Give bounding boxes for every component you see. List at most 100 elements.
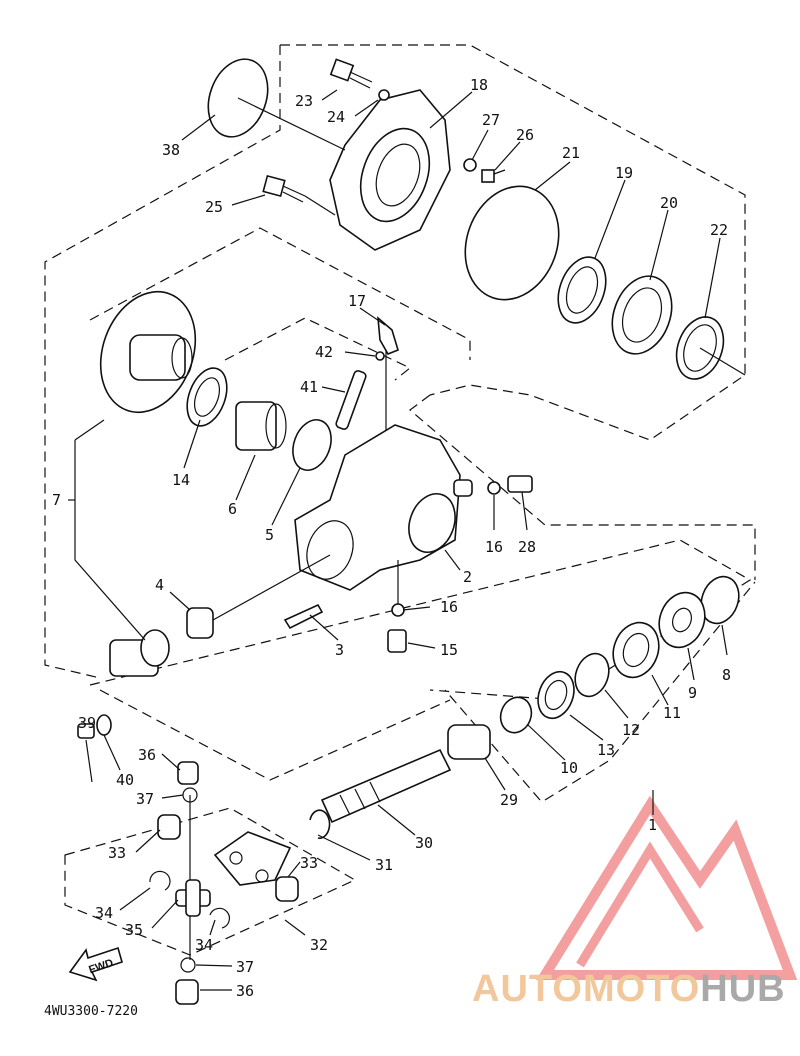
label-7: 7 [52, 491, 61, 509]
brand-part-c: HUB [700, 968, 786, 1010]
collar-10 [499, 696, 533, 734]
breather-17 [377, 316, 399, 455]
label-16a: 16 [485, 538, 503, 556]
o-ring-12 [574, 652, 610, 698]
label-3: 3 [335, 641, 344, 659]
part-number-labels: 38 23 24 18 27 26 21 19 20 22 25 17 42 4… [52, 76, 731, 1000]
plug-15 [387, 629, 407, 653]
circlip-31 [309, 809, 331, 839]
label-37a: 37 [136, 790, 154, 808]
label-4: 4 [155, 576, 164, 594]
label-36a: 36 [138, 746, 156, 764]
pin-41 [335, 370, 367, 430]
label-2: 2 [463, 568, 472, 586]
label-27: 27 [482, 111, 500, 129]
label-37b: 37 [236, 958, 254, 976]
label-16b: 16 [440, 598, 458, 616]
label-32: 32 [310, 936, 328, 954]
label-15: 15 [440, 641, 458, 659]
brand-part-a: AUTO [472, 968, 583, 1010]
watermark-logo [536, 795, 798, 980]
shim-14 [186, 367, 228, 427]
label-40: 40 [116, 771, 134, 789]
forward-arrow-icon: FWD [68, 946, 123, 982]
o-ring-21 [464, 185, 560, 301]
washer-24 [378, 89, 390, 101]
label-33b: 33 [300, 854, 318, 872]
gear-case-2 [294, 424, 473, 591]
label-22: 22 [710, 221, 728, 239]
spider-35 [175, 795, 211, 960]
label-30: 30 [415, 834, 433, 852]
label-17: 17 [348, 292, 366, 310]
bearing-cup-33-right [275, 876, 299, 902]
label-11: 11 [663, 704, 681, 722]
bolt-25 [262, 174, 306, 203]
label-10: 10 [560, 759, 578, 777]
label-38: 38 [162, 141, 180, 159]
circlip-37-bottom [180, 957, 196, 973]
watermark-brand: AUTOMOTOHUB [472, 968, 786, 1011]
circlip-34-right [209, 907, 231, 929]
nut-11 [612, 621, 660, 679]
label-19: 19 [615, 164, 633, 182]
label-12: 12 [622, 721, 640, 739]
ring-gear-7 [99, 290, 197, 414]
bearing-4 [186, 607, 214, 639]
label-23: 23 [295, 92, 313, 110]
yoke [213, 831, 292, 886]
circlip-34-left [149, 870, 171, 891]
oil-seal-19 [557, 256, 607, 324]
washer-40 [96, 714, 112, 736]
label-29: 29 [500, 791, 518, 809]
washer-42 [375, 351, 385, 361]
shim-8 [700, 575, 740, 625]
document-code: 4WU3300-7220 [44, 1004, 138, 1019]
label-39: 39 [78, 714, 96, 732]
washer-16-bottom [391, 603, 405, 617]
oil-seal-5 [292, 419, 332, 471]
bearing-9 [658, 591, 706, 649]
nut-39 [77, 723, 95, 739]
oil-seal-13 [537, 670, 575, 720]
pinion-gear [109, 629, 170, 677]
label-14: 14 [172, 471, 190, 489]
label-41: 41 [300, 378, 318, 396]
bolt-23 [329, 58, 373, 89]
shaft-30 [320, 748, 452, 824]
label-28: 28 [518, 538, 536, 556]
label-33a: 33 [108, 844, 126, 862]
stud-3 [283, 603, 324, 630]
label-35: 35 [125, 921, 143, 939]
label-6: 6 [228, 500, 237, 518]
leader-lines [68, 89, 746, 991]
label-20: 20 [660, 194, 678, 212]
washer-27 [463, 158, 477, 172]
label-31: 31 [375, 856, 393, 874]
washer-16-top [487, 481, 501, 495]
label-1: 1 [648, 816, 657, 834]
label-26: 26 [516, 126, 534, 144]
label-24: 24 [327, 108, 345, 126]
label-34b: 34 [195, 936, 213, 954]
label-36b: 36 [236, 982, 254, 1000]
label-18: 18 [470, 76, 488, 94]
bearing-cup-36-bottom [175, 979, 199, 1005]
label-25: 25 [205, 198, 223, 216]
label-5: 5 [265, 526, 274, 544]
bearing-20 [611, 275, 673, 355]
bolt-26 [481, 169, 506, 183]
bearing-6 [235, 401, 287, 451]
bearing-29 [447, 724, 491, 760]
label-13: 13 [597, 741, 615, 759]
plug-28 [507, 475, 533, 493]
group-outline-frames [44, 44, 756, 956]
bearing-cup-33-left [157, 814, 181, 840]
bearing-housing-18 [329, 89, 451, 251]
brand-part-b: MOTO [582, 968, 701, 1010]
label-21: 21 [562, 144, 580, 162]
label-42: 42 [315, 343, 333, 361]
label-9: 9 [688, 684, 697, 702]
label-8: 8 [722, 666, 731, 684]
